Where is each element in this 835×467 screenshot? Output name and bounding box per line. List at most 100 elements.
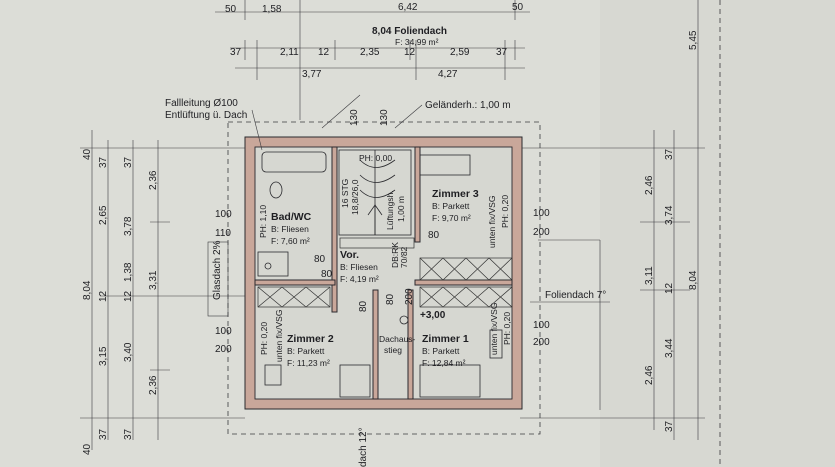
stair-lueftung: Lüftungsh. bbox=[385, 190, 395, 230]
top-dim-r2-b: 2,11 bbox=[280, 47, 299, 58]
room-bad-ph: PH: 1,10 bbox=[258, 205, 268, 238]
left-dim-c1-a: 40 bbox=[82, 148, 93, 160]
right-dim-c3-b: 8,04 bbox=[688, 270, 699, 290]
left-dimension-chains bbox=[80, 130, 245, 450]
left-dim-c3-f: 37 bbox=[123, 428, 134, 440]
room-zimmer2-floor: B: Parkett bbox=[287, 346, 325, 356]
opening-80-e: 80 bbox=[385, 293, 396, 305]
opening-80-d: 80 bbox=[358, 300, 369, 312]
room-zimmer3-floor: B: Parkett bbox=[432, 201, 470, 211]
note-bottom-roof: dach 12° bbox=[358, 427, 369, 467]
wardrobe-hatching bbox=[257, 237, 513, 308]
opening-100-left-bottom: 100 bbox=[215, 326, 232, 337]
left-dim-c4-b: 3,31 bbox=[148, 270, 159, 290]
level-marker-icon bbox=[399, 315, 409, 325]
fallleitung-leader bbox=[251, 109, 263, 151]
left-dim-c3-d: 12 bbox=[123, 290, 134, 302]
stair-rise: 18,8/26,0 bbox=[350, 179, 360, 215]
desk-zimmer1-icon bbox=[489, 329, 503, 359]
opening-200-right-bottom: 200 bbox=[533, 337, 550, 348]
opening-80-c: 80 bbox=[428, 230, 440, 241]
room-zimmer3-area: F: 9,70 m² bbox=[432, 213, 471, 223]
opening-200-mid: 200 bbox=[404, 288, 415, 305]
left-dim-c2-a: 37 bbox=[98, 156, 109, 168]
room-zimmer2-ph: PH: 0,20 bbox=[259, 322, 269, 355]
right-dim-c1-b: 3,11 bbox=[644, 266, 655, 285]
right-dim-c2-a: 37 bbox=[664, 148, 675, 160]
stair-dachaus-1: Dachaus- bbox=[379, 334, 416, 344]
room-vor-area: F: 4,19 m² bbox=[340, 274, 379, 284]
room-bad-floor: B: Fliesen bbox=[271, 224, 309, 234]
top-dim-r1-a: 50 bbox=[225, 4, 237, 15]
top-dim-r1-b: 1,58 bbox=[262, 4, 282, 15]
stair-level: +3,00 bbox=[420, 310, 446, 321]
interior-walls bbox=[254, 146, 513, 400]
inner-floor bbox=[254, 146, 513, 400]
top-dimension-chains bbox=[215, 0, 530, 120]
desk-zimmer2-icon bbox=[264, 364, 282, 386]
top-dim-r2-d: 2,35 bbox=[360, 47, 380, 58]
room-zimmer1-floor: B: Parkett bbox=[422, 346, 460, 356]
note-foliendach-right: Foliendach 7° bbox=[545, 290, 606, 301]
desk-zimmer3-icon bbox=[419, 154, 471, 176]
top-dim-area: F: 34,99 m² bbox=[395, 37, 439, 47]
note-fallleitung-2: Entlüftung ü. Dach bbox=[165, 110, 247, 121]
room-bad-name: Bad/WC bbox=[271, 211, 312, 223]
stair-icon bbox=[338, 149, 412, 236]
room-zimmer3-side: unten fix/VSG bbox=[487, 196, 497, 248]
gelaender-leader bbox=[394, 104, 423, 129]
top-dim-r1-d: 50 bbox=[512, 2, 524, 13]
opening-200-left: 200 bbox=[215, 344, 232, 355]
bed-zimmer2-icon bbox=[339, 364, 371, 398]
room-zimmer3-ph: PH: 0,20 bbox=[500, 195, 510, 228]
room-zimmer2-name: Zimmer 2 bbox=[287, 333, 334, 345]
note-glasdach: Glasdach 2% bbox=[212, 240, 223, 300]
top-dim-r1-c: 6,42 bbox=[398, 2, 418, 13]
room-zimmer1-name: Zimmer 1 bbox=[422, 333, 469, 345]
top-dim-r2-g: 37 bbox=[496, 47, 508, 58]
left-dim-c2-d: 3,15 bbox=[98, 346, 109, 366]
left-dim-c2-b: 2,65 bbox=[98, 205, 109, 225]
right-dimension-chains bbox=[520, 0, 721, 467]
paper-shade-right bbox=[600, 0, 835, 467]
room-zimmer2-area: F: 11,23 m² bbox=[287, 358, 330, 368]
opening-110: 110 bbox=[215, 228, 231, 239]
dim-130-left: 130 bbox=[349, 109, 360, 126]
opening-100-right-top: 100 bbox=[533, 208, 550, 219]
stair-dbrk-val: 70/82 bbox=[399, 246, 409, 268]
arrow-diagonal bbox=[321, 94, 361, 129]
opening-80-b: 80 bbox=[321, 269, 333, 280]
right-dim-c3-a: 5,45 bbox=[688, 30, 699, 50]
right-dim-c2-c: 12 bbox=[664, 282, 675, 294]
opening-100-right-bottom: 100 bbox=[533, 320, 550, 331]
top-dim-r2-c: 12 bbox=[318, 47, 330, 58]
right-dim-c2-e: 37 bbox=[664, 420, 675, 432]
right-dim-c1-a: 2,46 bbox=[644, 175, 655, 195]
top-dim-title: 8,04 Foliendach bbox=[372, 26, 447, 37]
stair-lueftung-h: 1,00 m bbox=[396, 196, 406, 222]
left-dim-c3-e: 3,40 bbox=[123, 342, 134, 362]
right-dim-c1-c: 2,46 bbox=[644, 365, 655, 385]
bed-zimmer1-icon bbox=[419, 364, 481, 398]
room-zimmer1-ph: PH: 0,20 bbox=[502, 312, 512, 345]
opening-80-a: 80 bbox=[314, 254, 326, 265]
left-dim-c3-a: 37 bbox=[123, 156, 134, 168]
left-dim-c4-a: 2,36 bbox=[148, 170, 159, 190]
left-dim-c3-b: 3,78 bbox=[123, 216, 134, 236]
stair-dachaus-2: stieg bbox=[384, 345, 402, 355]
room-zimmer1-side: unten fix/VSG bbox=[489, 303, 499, 355]
stair-ph: PH: 0,00 bbox=[359, 153, 392, 163]
room-zimmer2-side: unten fix/VSG bbox=[274, 310, 284, 362]
left-dim-c3-c: 1,38 bbox=[123, 262, 134, 282]
dim-130-right: 130 bbox=[379, 109, 390, 126]
toilet-icon bbox=[269, 181, 283, 199]
room-vor-name: Vor. bbox=[340, 249, 359, 261]
right-dim-c2-b: 3,74 bbox=[664, 205, 675, 225]
note-gelaender: Geländerh.: 1,00 m bbox=[425, 100, 511, 111]
top-dim-r2-a: 37 bbox=[230, 47, 242, 58]
stair-dbrk: DB:RK bbox=[390, 242, 400, 268]
shower-icon bbox=[257, 251, 289, 277]
room-bad-area: F: 7,60 m² bbox=[271, 236, 310, 246]
top-dim-r3-b: 4,27 bbox=[438, 69, 458, 80]
